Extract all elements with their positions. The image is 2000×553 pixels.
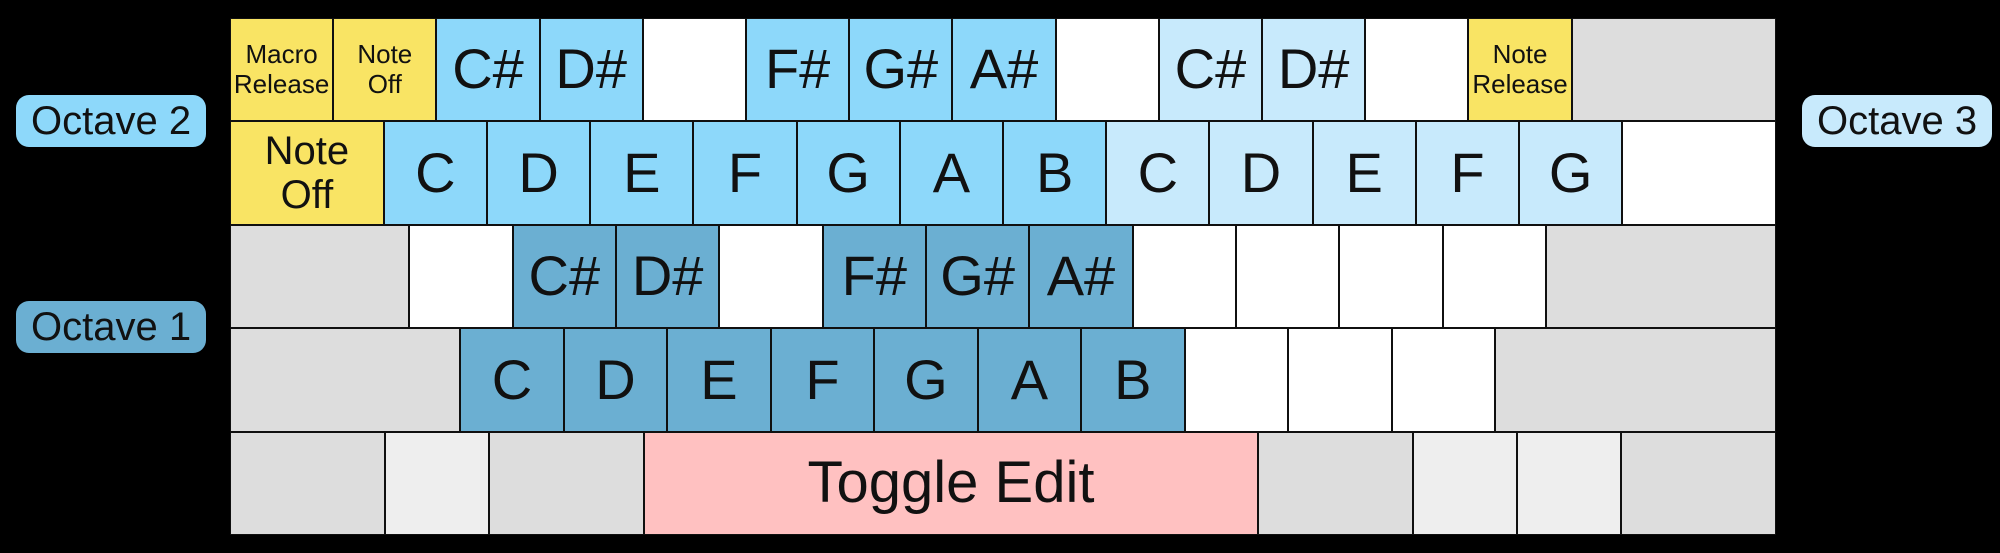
key-g-o2: G	[796, 121, 900, 225]
key-unmapped	[719, 224, 823, 329]
octave-2-badge: Octave 2	[16, 95, 207, 147]
key-modifier	[230, 328, 461, 432]
key-modifier	[1413, 431, 1517, 536]
key-note-off-yellow: Note Off	[333, 18, 437, 122]
key-d-o2: D	[487, 121, 591, 225]
key-toggle-edit-pink: Toggle Edit	[644, 431, 1258, 536]
key-g-o1: G	[874, 328, 978, 432]
key-d-sharp-o1: D#	[615, 224, 720, 329]
key-b-o2: B	[1003, 121, 1107, 225]
key-d-sharp-o3: D#	[1262, 18, 1366, 122]
octave-3-badge: Octave 3	[1802, 95, 1993, 147]
key-f-o1: F	[770, 328, 875, 432]
key-c-sharp-o3: C#	[1158, 18, 1263, 122]
key-unmapped	[1365, 18, 1469, 122]
key-unmapped	[1622, 121, 1777, 225]
key-g-sharp-o2: G#	[849, 18, 953, 122]
key-unmapped	[1339, 224, 1443, 329]
key-modifier	[1494, 328, 1777, 432]
bottom-row: Toggle Edit	[230, 431, 1776, 536]
key-modifier	[230, 224, 410, 329]
key-modifier	[1517, 431, 1621, 536]
key-a-sharp-o1: A#	[1029, 224, 1133, 329]
key-f-sharp-o1: F#	[822, 224, 926, 329]
key-a-sharp-o2: A#	[952, 18, 1056, 122]
key-b-o1: B	[1081, 328, 1185, 432]
key-c-o2: C	[383, 121, 487, 225]
key-unmapped	[409, 224, 513, 329]
key-d-o1: D	[563, 328, 668, 432]
key-unmapped	[1235, 224, 1340, 329]
key-a-o1: A	[977, 328, 1082, 432]
key-g-sharp-o1: G#	[925, 224, 1030, 329]
key-f-sharp-o2: F#	[746, 18, 850, 122]
octave-1-badge: Octave 1	[16, 301, 207, 353]
key-modifier	[1258, 431, 1413, 536]
key-modifier	[1571, 18, 1777, 122]
key-c-sharp-o1: C#	[512, 224, 616, 329]
key-unmapped	[1288, 328, 1392, 432]
key-c-sharp-o2: C#	[436, 18, 540, 122]
key-modifier	[385, 431, 489, 536]
key-d-sharp-o2: D#	[539, 18, 643, 122]
key-modifier	[489, 431, 644, 536]
key-g-o3: G	[1519, 121, 1623, 225]
key-f-o2: F	[693, 121, 797, 225]
key-f-o3: F	[1415, 121, 1520, 225]
key-modifier	[1545, 224, 1776, 329]
key-a-o2: A	[899, 121, 1004, 225]
key-note-off-yellow: Note Off	[230, 121, 384, 225]
key-note-release-yellow: Note Release	[1468, 18, 1572, 122]
key-unmapped	[1055, 18, 1159, 122]
key-c-o3: C	[1106, 121, 1210, 225]
home-row: C#D# F#G#A#	[230, 224, 1776, 329]
key-unmapped	[1132, 224, 1236, 329]
key-unmapped	[1184, 328, 1289, 432]
key-c-o1: C	[460, 328, 564, 432]
key-unmapped	[1391, 328, 1495, 432]
key-unmapped	[642, 18, 747, 122]
key-macro-release-yellow: Macro Release	[230, 18, 334, 122]
key-d-o3: D	[1209, 121, 1313, 225]
key-modifier	[1621, 431, 1776, 536]
key-e-o1: E	[667, 328, 771, 432]
key-e-o3: E	[1312, 121, 1416, 225]
key-e-o2: E	[590, 121, 694, 225]
key-modifier	[230, 431, 385, 536]
key-unmapped	[1442, 224, 1546, 329]
